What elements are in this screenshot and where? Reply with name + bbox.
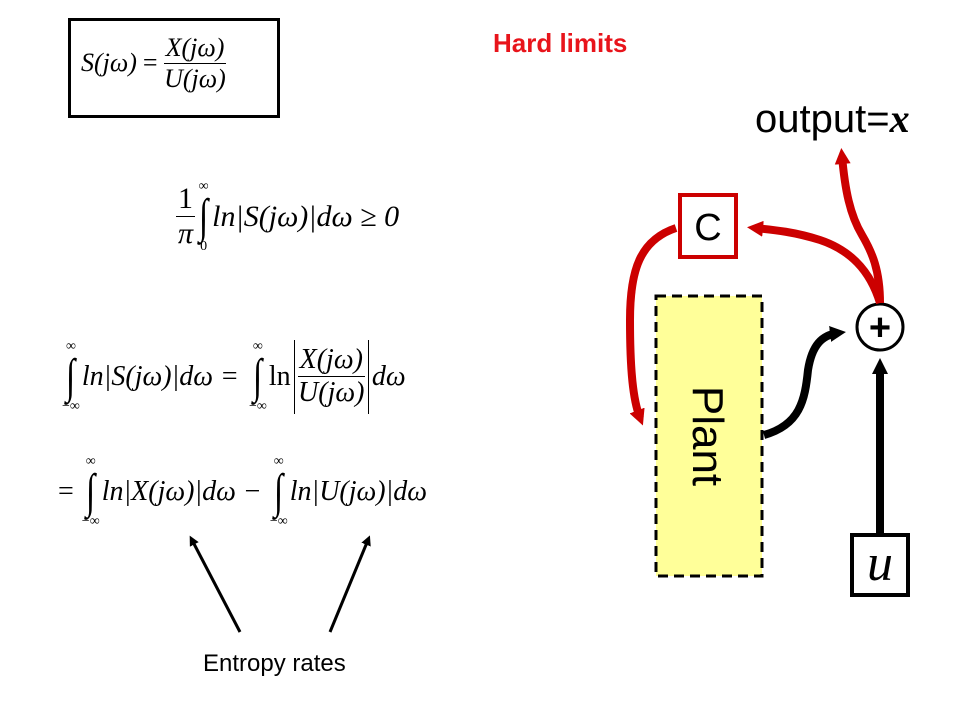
entropy-arrow-left bbox=[189, 535, 242, 633]
output-arrow bbox=[834, 148, 884, 304]
bode-upper-limit: ∞ bbox=[198, 179, 209, 194]
summing-junction bbox=[855, 302, 905, 352]
bode-lower-limit: 0 bbox=[200, 238, 208, 254]
controller-to-plant-arrow bbox=[625, 224, 678, 426]
expansion2-integral-sign-2: ∞ ∫ −∞ bbox=[269, 454, 288, 529]
bode-integral-sign: ∞ ∫ 0 bbox=[198, 179, 209, 254]
bode-integral-equation: 1 π ∞ ∫ 0 ln|S(jω)|dω ≥ 0 bbox=[176, 180, 399, 254]
page-title: Hard limits bbox=[493, 28, 628, 58]
bode-coef-den: π bbox=[177, 217, 194, 251]
expansion2-lower-1: −∞ bbox=[81, 513, 100, 529]
expansion1-numerator: X(jω) bbox=[297, 344, 365, 378]
expansion1-lower-1: −∞ bbox=[62, 398, 80, 414]
expansion1-upper-2: ∞ bbox=[252, 339, 263, 354]
expansion1-lower-2: −∞ bbox=[248, 398, 267, 414]
expansion-equation-2: = ∞ ∫ −∞ ln|X(jω)|dω − ∞ ∫ −∞ ln|U(jω)|d… bbox=[58, 455, 427, 529]
expansion2-lower-2: −∞ bbox=[269, 513, 288, 529]
plant-to-sum-arrow bbox=[762, 326, 846, 439]
abs-bar-left bbox=[293, 340, 295, 414]
expansion1-ln: ln bbox=[268, 360, 291, 392]
expansion1-denominator: U(jω) bbox=[298, 377, 365, 409]
entropy-rates-label: Entropy rates bbox=[203, 650, 346, 677]
expansion-equation-1: ∞ ∫ −∞ ln|S(jω)|dω = ∞ ∫ −∞ ln X(jω) U(j… bbox=[60, 340, 406, 414]
plant-label: Plant bbox=[683, 386, 732, 486]
expansion1-tail: dω bbox=[371, 360, 406, 392]
feedback-to-controller-arrow bbox=[747, 220, 884, 305]
output-prefix: output= bbox=[755, 97, 890, 141]
bode-coef-num: 1 bbox=[176, 182, 195, 218]
expansion1-fraction: X(jω) U(jω) bbox=[297, 344, 365, 409]
plant-box bbox=[654, 294, 764, 578]
controller-box bbox=[678, 193, 738, 259]
input-box bbox=[850, 533, 910, 597]
output-variable: x bbox=[889, 96, 910, 141]
expansion2-term1: ln|X(jω)|dω − bbox=[101, 475, 262, 507]
expansion2-term2: ln|U(jω)|dω bbox=[289, 475, 428, 507]
expansion1-integral-sign-1: ∞ ∫ −∞ bbox=[62, 339, 80, 414]
input-label: u bbox=[867, 535, 893, 592]
definition-box: S(jω) = X(jω) U(jω) bbox=[68, 18, 280, 118]
expansion1-integral-sign-2: ∞ ∫ −∞ bbox=[248, 339, 267, 414]
sum-label: + bbox=[869, 307, 891, 349]
definition-numerator: X(jω) bbox=[163, 33, 227, 64]
expansion2-upper-2: ∞ bbox=[273, 454, 284, 469]
entropy-arrow-right bbox=[328, 535, 371, 633]
abs-bar-right bbox=[367, 340, 369, 414]
bode-integrand: ln|S(jω)|dω ≥ 0 bbox=[212, 199, 400, 233]
expansion2-upper-1: ∞ bbox=[85, 454, 96, 469]
expansion1-lhs: ln|S(jω)|dω = bbox=[81, 360, 239, 392]
definition-denominator: U(jω) bbox=[164, 63, 226, 93]
expansion1-upper-1: ∞ bbox=[65, 339, 76, 354]
expansion2-integral-sign-1: ∞ ∫ −∞ bbox=[81, 454, 100, 529]
definition-equation: S(jω) = X(jω) U(jω) bbox=[81, 33, 227, 94]
definition-lhs: S(jω) bbox=[81, 48, 137, 78]
output-label: output=x bbox=[755, 95, 910, 142]
expansion2-equals: = bbox=[58, 475, 74, 507]
bode-coefficient: 1 π bbox=[176, 182, 195, 252]
controller-label: C bbox=[694, 207, 721, 249]
definition-fraction: X(jω) U(jω) bbox=[163, 33, 227, 94]
